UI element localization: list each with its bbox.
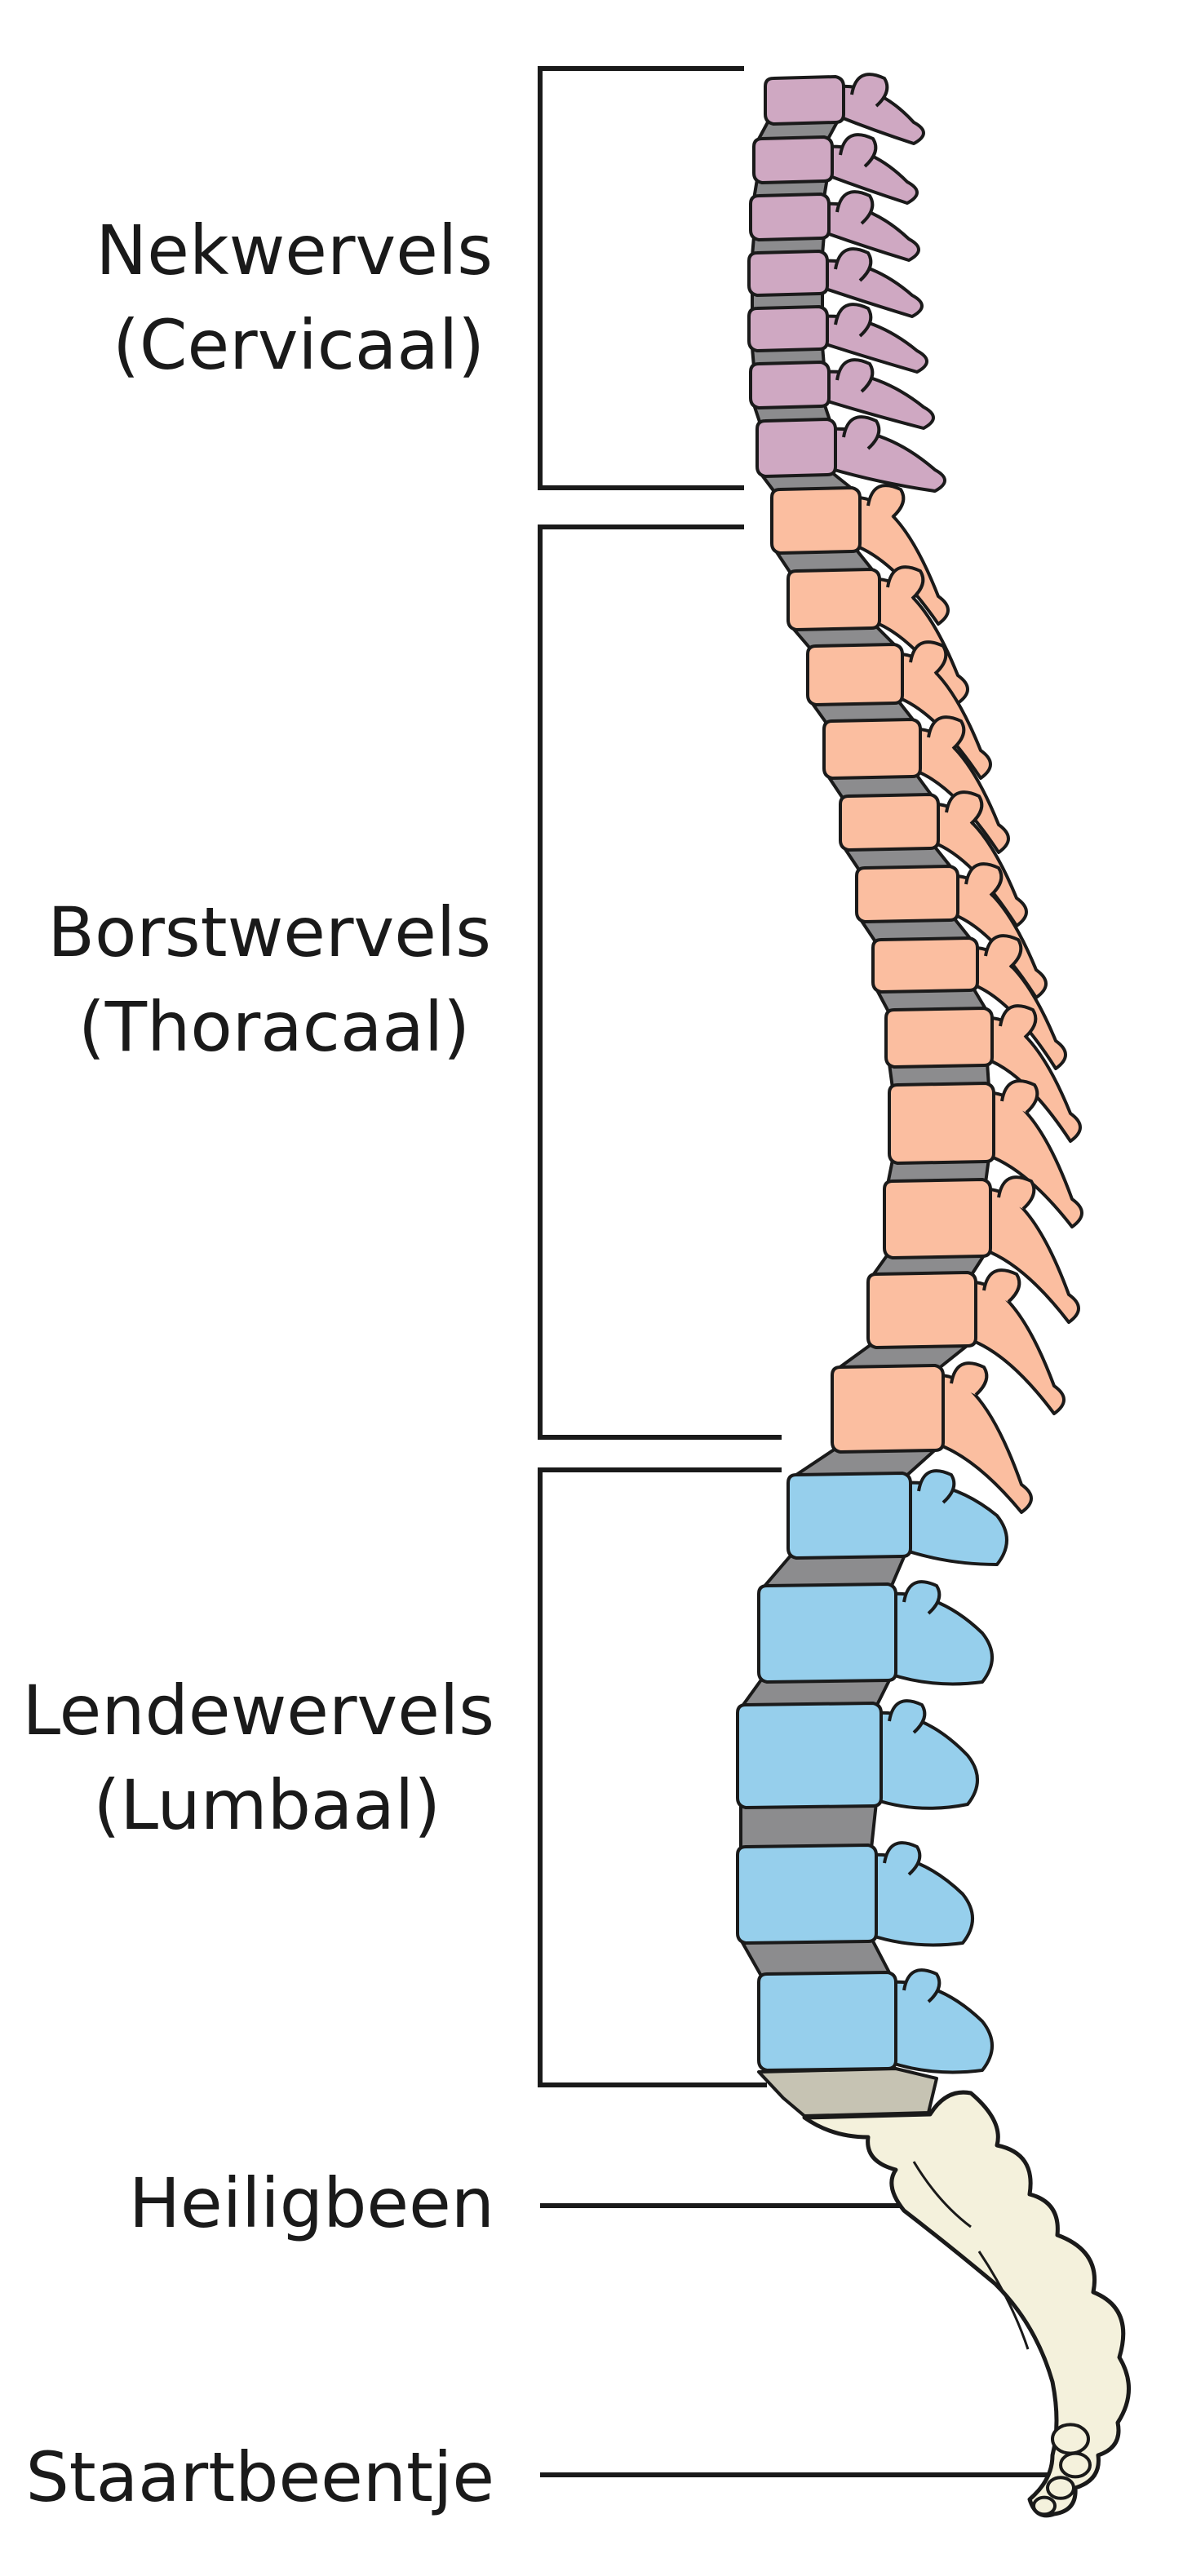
label-thoracic-name: Borstwervels: [47, 892, 491, 972]
cervical-vertebral-body: [755, 418, 837, 478]
spine: [736, 73, 1131, 2518]
lumbar-articular-process: [883, 1841, 922, 1876]
thoracic-vertebral-body: [866, 1271, 977, 1349]
sacrum-detail-line: [977, 2251, 1030, 2350]
label-sacrum: Heiligbeen: [129, 2163, 494, 2243]
thoracic-articular-process: [950, 1361, 989, 1396]
bracket-cervical: [538, 66, 744, 490]
lumbar-spinous-process: [873, 1711, 979, 1810]
lumbar-articular-process: [888, 1699, 927, 1734]
thoracic-articular-process: [964, 862, 1004, 897]
bracket-thoracic: [538, 524, 782, 1440]
bracket-lumbar: [538, 1467, 782, 2087]
thoracic-vertebral-body: [786, 568, 881, 631]
cervical-articular-process: [835, 358, 875, 393]
cervical-vertebral-body: [749, 193, 831, 241]
thoracic-vertebral-body: [839, 793, 940, 852]
lumbar-vertebral-body: [736, 1843, 878, 1945]
cervical-articular-process: [835, 190, 875, 225]
thoracic-articular-process: [909, 640, 948, 675]
thoracic-vertebral-body: [871, 936, 979, 994]
cervical-articular-process: [839, 133, 878, 168]
sacrum-detail-line: [912, 2161, 972, 2229]
label-lumbar-name: Lendewervels: [22, 1671, 494, 1751]
cervical-vertebral-body: [747, 250, 829, 297]
cervical-vertebral-body: [747, 305, 829, 352]
cervical-vertebral-body: [749, 361, 831, 409]
lumbar-vertebral-body: [736, 1702, 883, 1809]
label-coccyx: Staartbeentje: [25, 2437, 494, 2517]
lumbar-articular-process: [902, 1968, 942, 2003]
thoracic-vertebral-body: [831, 1364, 945, 1454]
coccyx-segment: [1046, 2476, 1075, 2500]
thoracic-articular-process: [997, 1175, 1036, 1211]
cervical-articular-process: [850, 73, 889, 108]
coccyx-segment: [1059, 2451, 1092, 2479]
thoracic-vertebral-body: [884, 1007, 994, 1069]
intervertebral-disc: [739, 1801, 878, 1852]
lumbar-spinous-process: [888, 1591, 994, 1686]
cervical-articular-process: [834, 247, 873, 282]
brackets: [538, 66, 1066, 2477]
label-thoracic-latin: (Thoracaal): [78, 987, 470, 1067]
thoracic-vertebral-body: [883, 1178, 992, 1259]
sacral-disc: [757, 2067, 938, 2118]
thoracic-vertebral-body: [770, 486, 862, 555]
labels: Nekwervels (Cervicaal) Borstwervels (Tho…: [22, 210, 494, 2517]
thoracic-vertebral-body: [855, 865, 959, 923]
thoracic-articular-process: [866, 484, 906, 519]
lumbar-spinous-process: [868, 1852, 974, 1947]
lumbar-spinous-process: [902, 1481, 1008, 1566]
label-lumbar-latin: (Lumbaal): [93, 1765, 441, 1845]
thoracic-articular-process: [999, 1004, 1038, 1039]
cervical-vertebral-body: [764, 75, 845, 126]
thoracic-vertebral-body: [822, 718, 922, 780]
thoracic-vertebral-body: [888, 1082, 995, 1165]
thoracic-articular-process: [1000, 1079, 1039, 1114]
label-cervical-name: Nekwervels: [95, 210, 493, 290]
thoracic-articular-process: [945, 790, 984, 825]
cervical-vertebral-body: [752, 135, 834, 184]
cervical-articular-process: [842, 415, 881, 450]
thoracic-articular-process: [927, 715, 966, 750]
label-cervical-latin: (Cervicaal): [113, 305, 485, 385]
cervical-articular-process: [834, 303, 873, 338]
coccyx-segment: [1032, 2495, 1057, 2516]
lumbar-vertebral-body: [757, 1971, 897, 2072]
thoracic-vertebral-body: [806, 643, 904, 706]
lumbar-spinous-process: [888, 1980, 994, 2074]
thoracic-articular-process: [886, 565, 925, 600]
lumbar-articular-process: [917, 1469, 956, 1504]
lumbar-vertebral-body: [757, 1582, 897, 1684]
lumbar-vertebral-body: [786, 1472, 912, 1560]
thoracic-spinous-process: [968, 1280, 1066, 1415]
coccyx-segment: [1051, 2423, 1090, 2455]
lumbar-articular-process: [902, 1580, 942, 1615]
thoracic-articular-process: [982, 1268, 1021, 1303]
thoracic-articular-process: [984, 934, 1023, 969]
